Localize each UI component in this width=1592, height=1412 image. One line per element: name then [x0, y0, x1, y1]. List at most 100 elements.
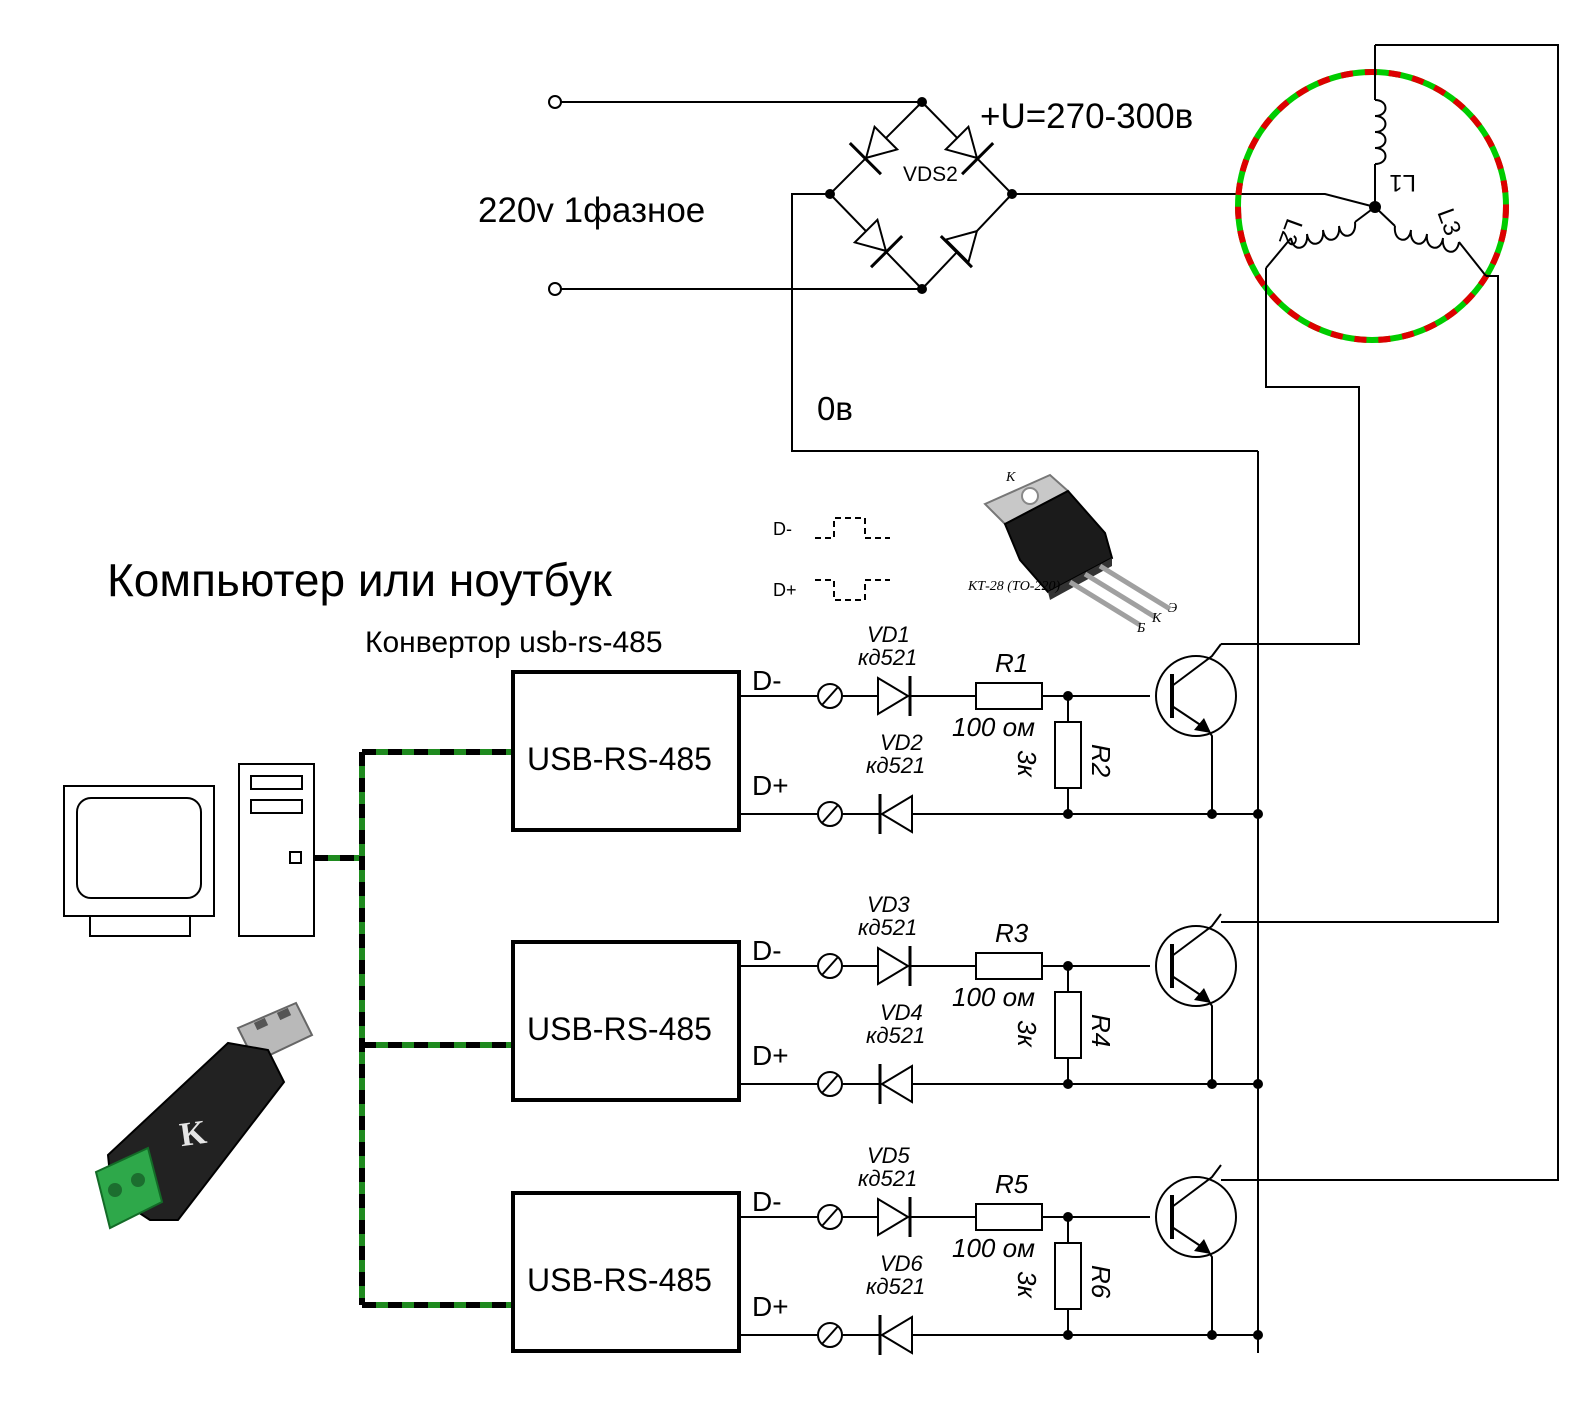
computer-section: Компьютер или ноутбук Конвертор usb-rs-4… — [63, 554, 663, 1308]
motor-ring-red — [1235, 69, 1509, 343]
usb-rs485-module — [511, 1191, 741, 1353]
usb-bus — [314, 749, 513, 1308]
l2-wire — [1221, 268, 1360, 645]
input-terminal-top — [548, 95, 562, 109]
r-series-value: 100 ом — [952, 1233, 1035, 1263]
terminal-slot — [821, 1325, 839, 1345]
dc-plus-label: +U=270-300в — [980, 97, 1193, 136]
dminus-label: D- — [752, 935, 782, 966]
junction-dot — [1063, 691, 1073, 701]
photo-pin-e: Э — [1168, 601, 1177, 616]
r-series-body — [975, 682, 1043, 710]
terminal-slot — [821, 804, 839, 824]
waveform-dminus-label: D- — [773, 519, 792, 539]
vd-bot-type: кд521 — [866, 1023, 925, 1048]
vd-bot-name: VD6 — [880, 1251, 924, 1276]
emitter-lead — [1207, 999, 1213, 1084]
terminal-slot — [821, 686, 839, 706]
motor: L1 L2 L3 — [1221, 44, 1559, 1181]
vd-bot-body — [880, 1064, 913, 1104]
junction-dot — [1253, 1079, 1263, 1089]
zero-volt-label: 0в — [817, 390, 853, 427]
usb-rs485-label: USB-RS-485 — [527, 1262, 712, 1298]
transistor-body — [1155, 925, 1237, 1007]
junction-dot — [1063, 1079, 1073, 1089]
zero-volt-wire — [791, 193, 1258, 452]
coil-l1 — [1374, 45, 1387, 207]
vd-top-name: VD3 — [867, 892, 911, 917]
coil-l3 — [1374, 206, 1487, 277]
r-shunt-value: 3к — [1012, 750, 1042, 778]
vd-top-name: VD5 — [867, 1143, 911, 1168]
converter-caption: Конвертор usb-rs-485 — [365, 626, 663, 659]
transistor-body — [1155, 1176, 1237, 1258]
waveform-dplus-label: D+ — [773, 580, 797, 600]
r-shunt-name: R2 — [1086, 744, 1116, 778]
vd-bot-name: VD2 — [880, 730, 923, 755]
vd-bot-type: кд521 — [866, 1274, 925, 1299]
junction-dot — [1063, 1330, 1073, 1340]
photo-caption: КТ-28 (ТО-220) — [967, 579, 1060, 594]
r-shunt-name: R4 — [1086, 1014, 1116, 1047]
l3-wire — [1221, 275, 1499, 923]
transistor-emitter-arrow — [1194, 988, 1211, 1003]
r-series-value: 100 ом — [952, 982, 1035, 1012]
waveform-dplus — [815, 579, 890, 601]
usb-rs485-module — [511, 670, 741, 832]
r-series-name: R5 — [995, 1169, 1029, 1199]
junction-dot — [1253, 1330, 1263, 1340]
vd-bot-type: кд521 — [866, 753, 925, 778]
ac-input-label: 220v 1фазное — [478, 191, 705, 230]
dplus-label: D+ — [752, 770, 789, 801]
transistor-collector — [1171, 1164, 1222, 1208]
vd-bot-body — [880, 1315, 913, 1355]
terminal-slot — [821, 1074, 839, 1094]
usb-dongle-logo: K — [177, 1114, 209, 1154]
junction-dot — [1063, 809, 1073, 819]
dminus-label: D- — [752, 665, 782, 696]
vd-top-body — [877, 1197, 910, 1237]
bridge-diode-3 — [852, 217, 904, 269]
dc-plus-wire — [1012, 193, 1376, 208]
r-series-value: 100 ом — [952, 712, 1035, 742]
junction-dot — [1063, 961, 1073, 971]
usb-rs485-module — [511, 940, 741, 1102]
vd-bot-body — [880, 794, 913, 834]
junction-dot — [1253, 809, 1263, 819]
waveform-inset: D- D+ — [773, 517, 890, 601]
bridge-diode-1 — [848, 124, 900, 176]
vd-top-type: кд521 — [858, 645, 917, 670]
waveform-dminus — [815, 517, 890, 539]
r-series-body — [975, 952, 1043, 980]
vd-top-type: кд521 — [858, 1166, 917, 1191]
r-series-body — [975, 1203, 1043, 1231]
transistor-emitter-arrow — [1194, 718, 1211, 733]
vd-bot-name: VD4 — [880, 1000, 923, 1025]
usb-rs485-label: USB-RS-485 — [527, 741, 712, 777]
l1-wire — [1221, 44, 1559, 1181]
bridge-diode-2 — [943, 124, 995, 176]
emitter-lead — [1207, 1250, 1213, 1335]
transistor-photo: К КТ-28 (ТО-220) Б К Э — [967, 470, 1177, 636]
vd-top-name: VD1 — [867, 622, 910, 647]
r-series-name: R3 — [995, 918, 1029, 948]
r-series-name: R1 — [995, 648, 1028, 678]
r-shunt-value: 3к — [1012, 1020, 1042, 1048]
r-shunt-name: R6 — [1086, 1265, 1116, 1299]
input-terminal-bottom — [548, 282, 562, 296]
vd-top-type: кд521 — [858, 915, 917, 940]
terminal-slot — [821, 956, 839, 976]
transistor-emitter-arrow — [1194, 1239, 1211, 1254]
bridge-label: VDS2 — [903, 163, 958, 186]
computer-title: Компьютер или ноутбук — [107, 554, 613, 606]
vd-top-body — [877, 946, 910, 986]
transistor-collector — [1171, 643, 1222, 687]
r-shunt-body — [1054, 991, 1082, 1059]
vd-top-body — [877, 676, 910, 716]
transistor-body — [1155, 655, 1237, 737]
